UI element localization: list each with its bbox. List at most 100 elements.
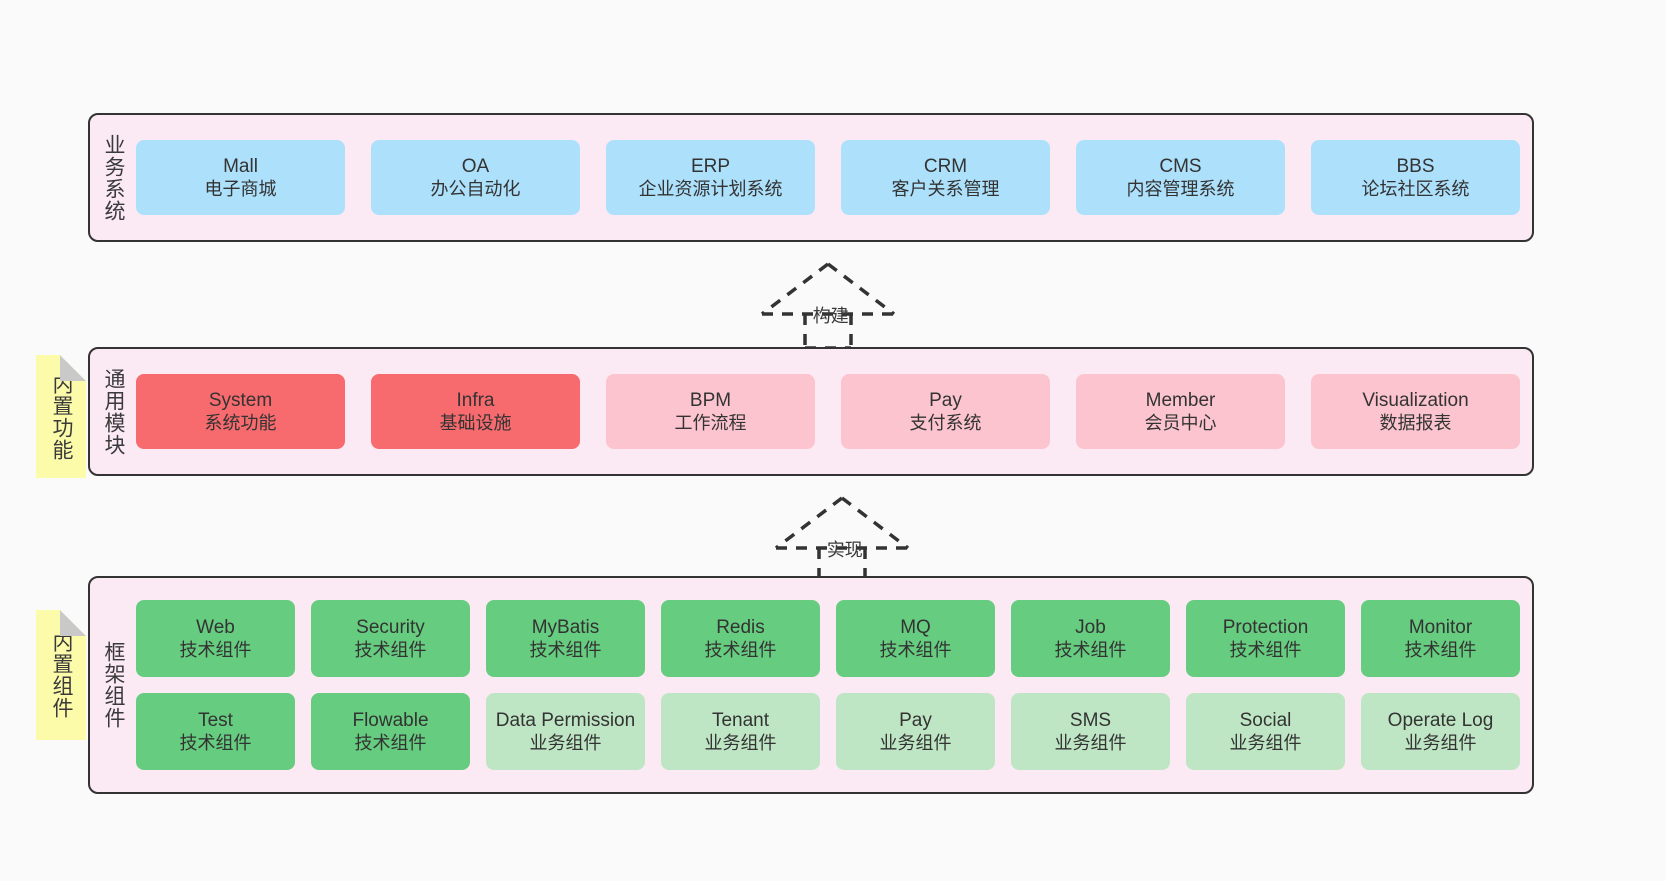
sticky-fold-corner-icon — [60, 610, 86, 636]
node-subtitle: 技术组件 — [354, 732, 427, 753]
node-subtitle: 数据报表 — [1379, 412, 1452, 433]
node-title: MQ — [900, 616, 931, 638]
node-subtitle: 技术组件 — [1054, 639, 1127, 660]
node-title: Security — [356, 616, 425, 638]
node-subtitle: 业务组件 — [879, 732, 952, 753]
node-subtitle: 技术组件 — [354, 639, 427, 660]
node-subtitle: 电子商城 — [204, 178, 277, 199]
layer-framework-components-caption: 框架组件 — [101, 641, 125, 729]
node-title: ERP — [690, 155, 731, 177]
node-subtitle: 技术组件 — [704, 639, 777, 660]
node-title: Monitor — [1408, 616, 1473, 638]
node-title: Data Permission — [495, 709, 636, 731]
node-title: Infra — [456, 389, 495, 411]
node-subtitle: 工作流程 — [674, 412, 747, 433]
node-subtitle: 技术组件 — [179, 732, 252, 753]
node-subtitle: 会员中心 — [1144, 412, 1217, 433]
node-subtitle: 基础设施 — [439, 412, 512, 433]
node-subtitle: 办公自动化 — [430, 178, 521, 199]
node-title: CRM — [923, 155, 968, 177]
connector-implement-label: 实现 — [826, 540, 863, 560]
node-subtitle: 业务组件 — [1054, 732, 1127, 753]
node-title: Flowable — [352, 709, 429, 731]
node-title: Operate Log — [1387, 709, 1494, 731]
node-subtitle: 业务组件 — [1229, 732, 1302, 753]
node-subtitle: 论坛社区系统 — [1361, 178, 1470, 199]
node-subtitle: 技术组件 — [1229, 639, 1302, 660]
sticky-note-builtin-components-label: 内置组件 — [49, 631, 73, 719]
sticky-note-builtin-functions-label: 内置功能 — [49, 372, 73, 461]
node-subtitle: 业务组件 — [1404, 732, 1477, 753]
node-title: Social — [1239, 709, 1292, 731]
node-title: Test — [198, 709, 233, 731]
node-title: CMS — [1159, 155, 1202, 177]
node-subtitle: 技术组件 — [1404, 639, 1477, 660]
node-title: Visualization — [1362, 389, 1469, 411]
node-subtitle: 支付系统 — [909, 412, 982, 433]
node-title: Pay — [899, 709, 932, 731]
node-title: SMS — [1069, 709, 1112, 731]
sticky-note-builtin-components: 内置组件 — [36, 610, 86, 740]
node-subtitle: 系统功能 — [204, 412, 277, 433]
layer-common-modules-caption: 通用模块 — [101, 367, 125, 456]
node-title: BPM — [689, 389, 732, 411]
node-subtitle: 企业资源计划系统 — [638, 178, 783, 199]
node-subtitle: 技术组件 — [529, 639, 602, 660]
node-title: Tenant — [711, 709, 770, 731]
connector-implement: 实现 — [772, 492, 912, 584]
sticky-note-builtin-functions: 内置功能 — [36, 355, 86, 478]
node-title: BBS — [1396, 155, 1435, 177]
node-subtitle: 业务组件 — [529, 732, 602, 753]
node-title: Member — [1145, 389, 1216, 411]
node-title: Pay — [929, 389, 962, 411]
node-title: Redis — [716, 616, 765, 638]
layer-business-system-caption: 业务系统 — [101, 133, 125, 222]
node-title: Mall — [223, 155, 258, 177]
node-subtitle: 技术组件 — [179, 639, 252, 660]
node-title: Job — [1075, 616, 1106, 638]
sticky-fold-corner-icon — [60, 355, 86, 381]
node-title: Web — [196, 616, 235, 638]
node-title: Protection — [1222, 616, 1309, 638]
connector-build-label: 构建 — [812, 306, 849, 326]
